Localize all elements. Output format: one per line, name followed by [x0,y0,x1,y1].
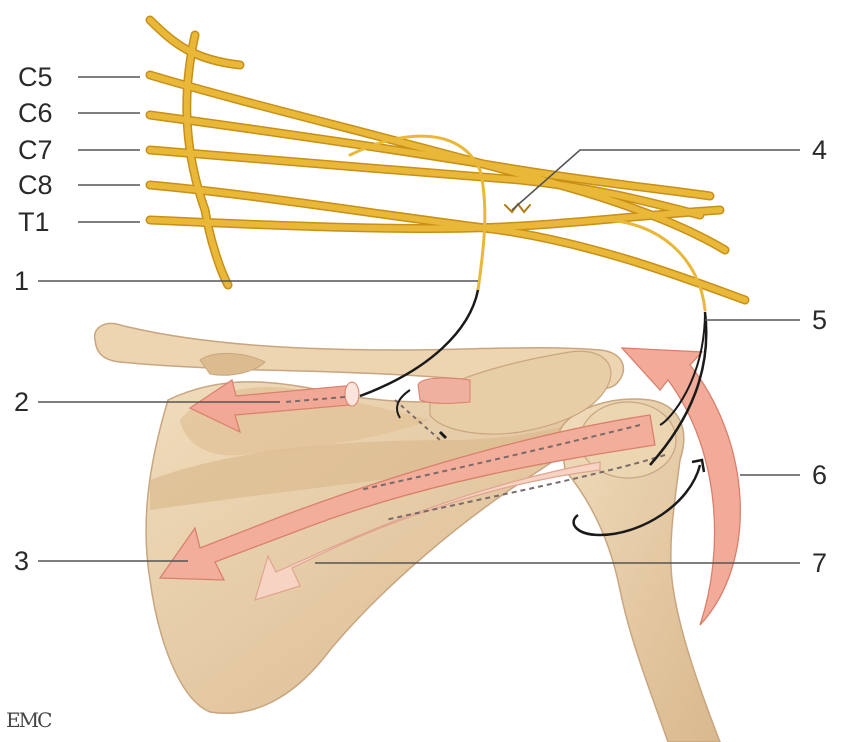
label-c7: C7 [18,137,53,164]
label-c5: C5 [18,64,53,91]
muscle-block [418,378,470,403]
label-3: 3 [14,548,29,575]
label-2: 2 [14,389,29,416]
label-c8: C8 [18,172,53,199]
emc-logo: EMC [6,708,50,732]
label-t1: T1 [18,209,50,236]
label-c6: C6 [18,100,53,127]
label-7: 7 [812,550,827,577]
brachial-plexus [150,20,745,310]
arrow-tail-cap [345,382,359,406]
label-5: 5 [812,307,827,334]
label-4: 4 [812,137,827,164]
label-1: 1 [14,268,29,295]
label-6: 6 [812,462,827,489]
